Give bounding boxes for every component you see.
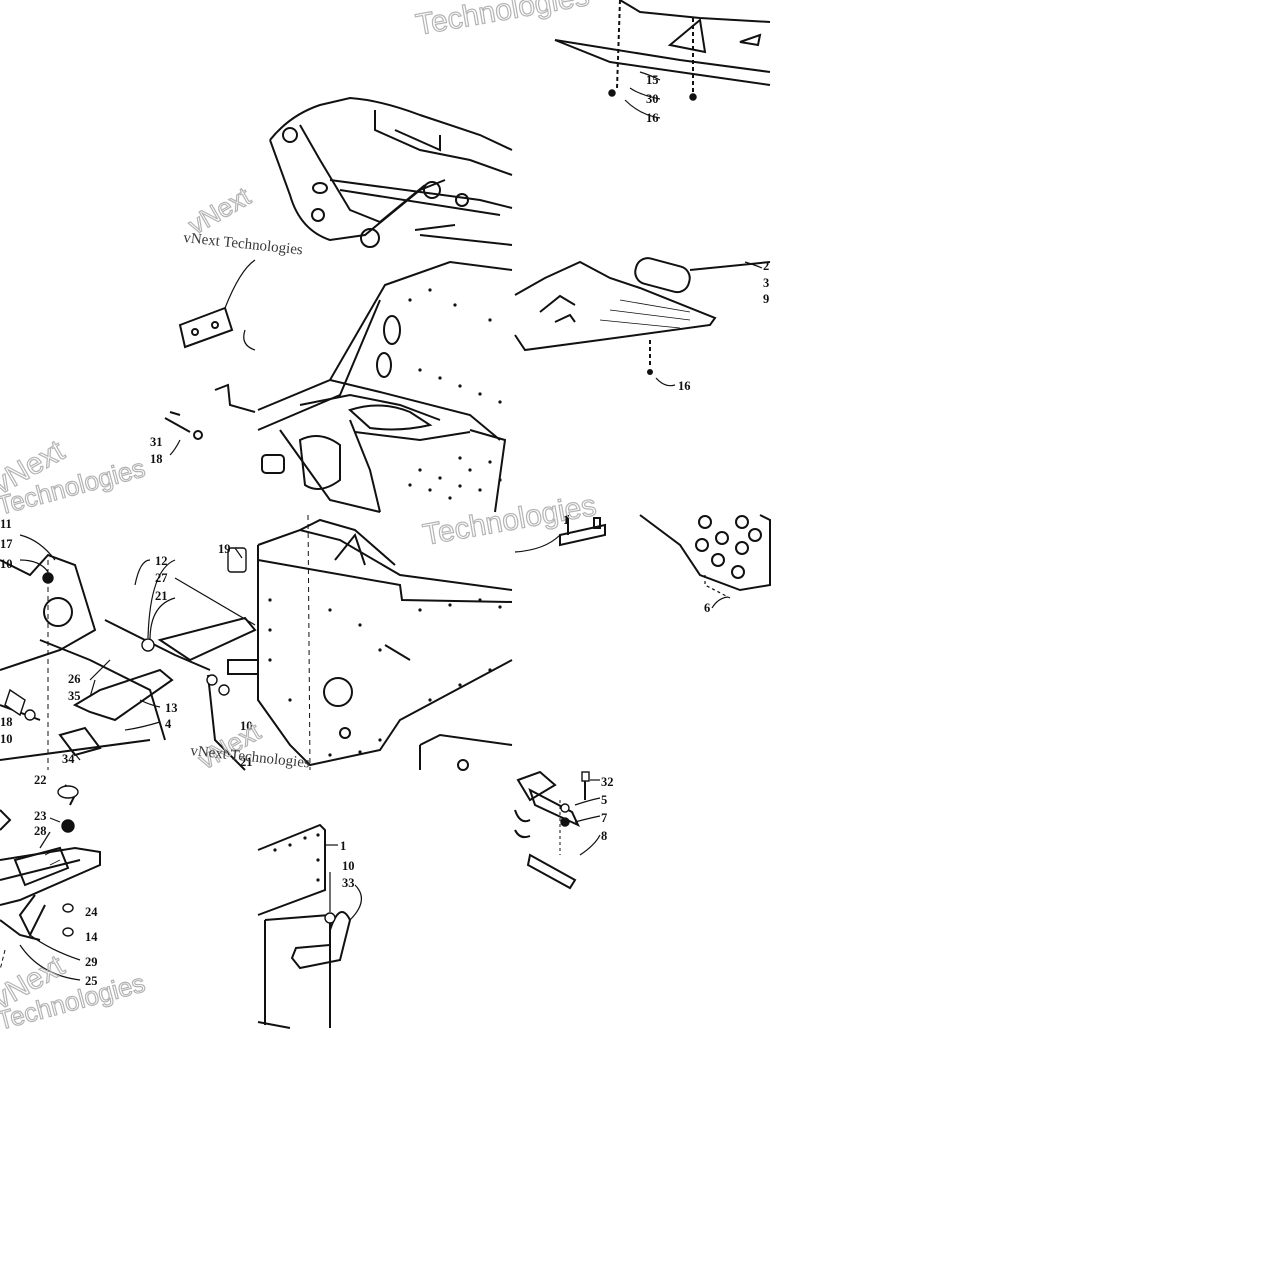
tile-running-board-leaders — [19, 817, 81, 981]
tile-lower-panel-rivets — [273, 833, 320, 882]
tile-rear-bracket — [514, 514, 771, 609]
watermark-layer: Technologies vNext vNext Technologies vN… — [0, 0, 599, 1036]
callout-33: 33 — [342, 876, 355, 890]
callout-10d: 10 — [342, 859, 355, 873]
tile-belly-pan-hardware — [608, 89, 697, 101]
callout-34: 34 — [62, 752, 75, 766]
watermark-line-1: vNext Technologies — [183, 230, 304, 258]
callout-2: 2 — [763, 259, 769, 273]
tile-belly-pan — [554, 0, 771, 92]
tile-side-bracket — [164, 259, 256, 456]
callout-3: 3 — [763, 276, 769, 290]
tile-side-panel — [257, 514, 513, 771]
callout-11: 11 — [0, 517, 12, 531]
callout-16: 16 — [646, 111, 659, 125]
callout-21b: 21 — [240, 755, 253, 769]
callout-32: 32 — [601, 775, 614, 789]
callout-30: 30 — [646, 92, 659, 106]
tile-footrest-leaders — [19, 534, 256, 761]
callout-14: 14 — [85, 930, 98, 944]
callout-21: 21 — [155, 589, 168, 603]
callout-9: 9 — [763, 292, 769, 306]
callout-26: 26 — [68, 672, 81, 686]
watermark-tail-1: Technologies — [413, 0, 591, 42]
callout-27: 27 — [155, 571, 168, 585]
callout-22: 22 — [34, 773, 47, 787]
tile-stop-plate — [514, 770, 586, 890]
callout-25: 25 — [85, 974, 98, 988]
callout-12: 12 — [155, 554, 168, 568]
callout-7: 7 — [601, 811, 607, 825]
callout-18: 18 — [150, 452, 163, 466]
callout-19: 19 — [218, 542, 231, 556]
callout-17: 17 — [0, 537, 13, 551]
tile-front-frame — [269, 96, 513, 248]
callout-13: 13 — [165, 701, 178, 715]
callout-18b: 18 — [0, 715, 13, 729]
callout-1: 1 — [563, 513, 569, 527]
callout-24: 24 — [85, 905, 98, 919]
nut-10 — [324, 912, 336, 924]
callout-4: 4 — [165, 717, 172, 731]
callout-10c: 10 — [240, 719, 253, 733]
tile-tunnel-rivets — [408, 288, 502, 500]
tile-skid-plate — [514, 257, 771, 368]
tile-stop-plate-hardware — [560, 771, 590, 827]
callout-28: 28 — [34, 824, 47, 838]
callout-10: 10 — [0, 557, 13, 571]
screw-16 — [647, 369, 653, 375]
callout-23: 23 — [34, 809, 47, 823]
tile-lower-panel-leaders — [325, 844, 362, 921]
callout-16b: 16 — [678, 379, 691, 393]
tile-side-panel-rivets — [268, 598, 502, 757]
callout-6: 6 — [704, 601, 710, 615]
callout-8: 8 — [601, 829, 607, 843]
callout-1b: 1 — [340, 839, 346, 853]
tile-tunnel-body — [257, 260, 513, 513]
tile-belly-pan-leaders — [624, 71, 661, 119]
tile-running-board-hardware — [57, 785, 79, 937]
callout-35: 35 — [68, 689, 81, 703]
tile-lower-panel — [257, 823, 352, 1029]
tile-stop-plate-leaders — [574, 779, 601, 856]
callout-10b: 10 — [0, 732, 13, 746]
callout-29: 29 — [85, 955, 98, 969]
tile-footrest-hardware — [4, 547, 247, 721]
callout-31: 31 — [150, 435, 163, 449]
callout-15: 15 — [646, 73, 659, 87]
callout-5: 5 — [601, 793, 607, 807]
